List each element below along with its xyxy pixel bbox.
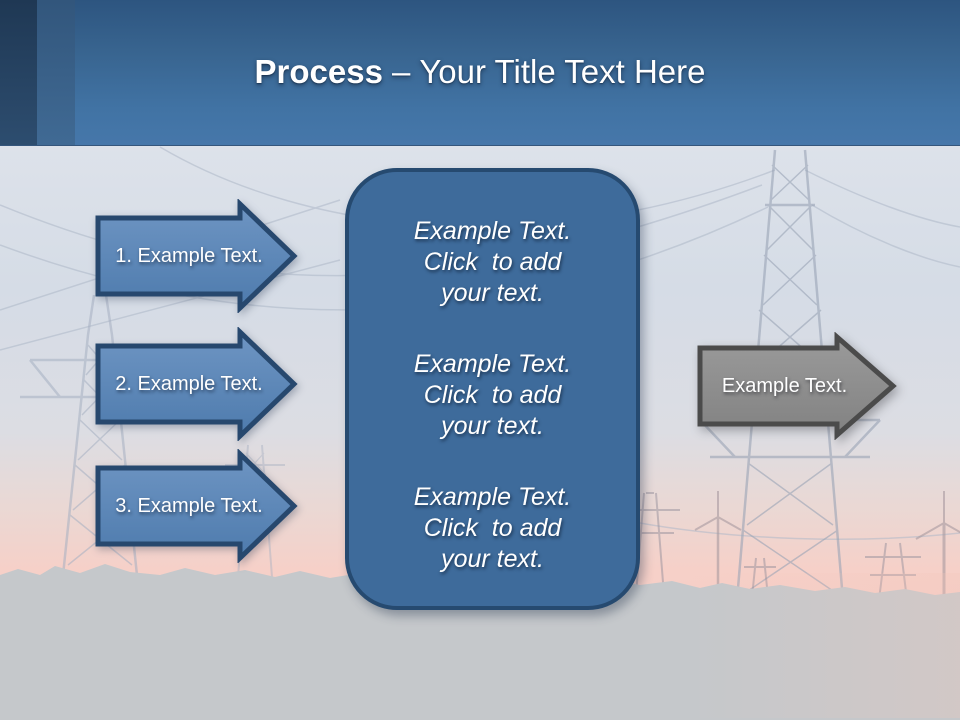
title-dash: – [391, 53, 411, 90]
right-arrow-shape [95, 449, 298, 563]
step-arrow-2[interactable]: 2. Example Text. [95, 327, 299, 441]
slide-title[interactable]: Process–Your Title Text Here [0, 52, 960, 92]
center-panel-content: Example Text. Click to add your text. Ex… [349, 172, 636, 575]
right-arrow-shape [95, 199, 298, 313]
title-text: Your Title Text Here [419, 53, 706, 90]
output-arrow-label: Example Text. [721, 374, 848, 397]
panel-line: Example Text. [413, 217, 572, 245]
sunset-haze [690, 573, 960, 718]
title-emphasis: Process [254, 53, 383, 90]
panel-line: Click to add [423, 514, 562, 542]
step-arrow-1[interactable]: 1. Example Text. [95, 199, 299, 313]
panel-text-block-2[interactable]: Example Text. Click to add your text. [367, 349, 618, 442]
output-arrow[interactable]: Example Text. [697, 332, 898, 440]
panel-line: your text. [441, 412, 544, 440]
panel-text-block-1[interactable]: Example Text. Click to add your text. [367, 216, 618, 309]
panel-line: your text. [441, 545, 544, 573]
panel-line: Click to add [423, 248, 562, 276]
panel-text-block-3[interactable]: Example Text. Click to add your text. [367, 482, 618, 575]
accent-stripe-dark [0, 0, 37, 145]
step-2-label: 2. Example Text. [115, 372, 263, 395]
accent-stripe-medium [37, 0, 75, 145]
step-3-label: 3. Example Text. [115, 494, 263, 517]
panel-line: Click to add [423, 381, 562, 409]
panel-line: Example Text. [413, 350, 572, 378]
center-panel[interactable]: Example Text. Click to add your text. Ex… [345, 168, 640, 610]
right-arrow-shape [95, 327, 298, 441]
panel-line: Example Text. [413, 483, 572, 511]
panel-line: your text. [441, 279, 544, 307]
step-arrow-3[interactable]: 3. Example Text. [95, 449, 299, 563]
right-arrow-shape [697, 332, 897, 440]
step-1-label: 1. Example Text. [115, 244, 263, 267]
title-bar: Process–Your Title Text Here [0, 0, 960, 146]
